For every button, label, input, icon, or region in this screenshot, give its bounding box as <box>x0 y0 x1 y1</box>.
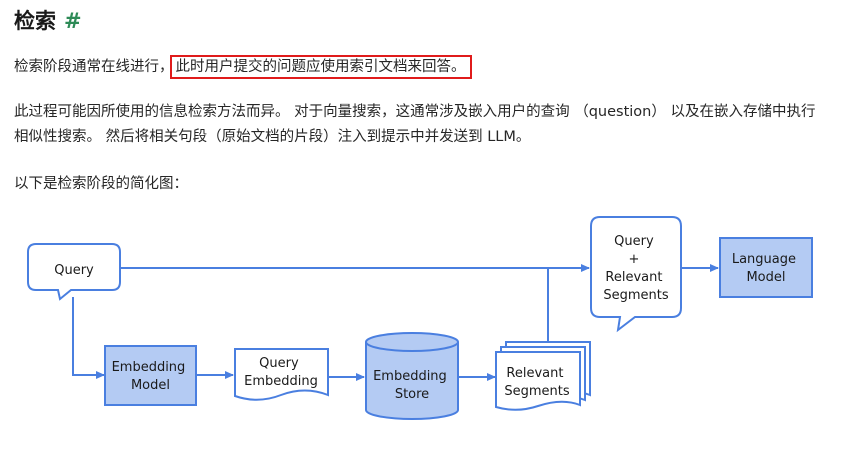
query-embedding-line2: Embedding <box>244 374 318 389</box>
svg-text:Embedding Store: Embedding Store <box>373 369 451 402</box>
relevant-segments-line2: Segments <box>504 384 570 399</box>
svg-text:Query Embedding: Query Embedding <box>244 356 318 389</box>
language-model-line2: Model <box>746 270 785 285</box>
paragraph-diagram-caption: 以下是检索阶段的简化图： <box>14 176 188 192</box>
paragraph-intro: 检索阶段通常在线进行，此时用户提交的问题应使用索引文档来回答。 <box>14 55 472 80</box>
section-heading: 检索 # <box>14 6 82 36</box>
svg-text:Relevant Segments: Relevant Segments <box>504 366 570 399</box>
embedding-model-box: Embedding Model <box>104 345 197 406</box>
embedding-store-line2: Store <box>395 387 429 402</box>
intro-text: 检索阶段通常在线进行， <box>14 59 174 75</box>
svg-text:Embedding Model: Embedding Model <box>112 360 190 393</box>
query-label: Query <box>54 263 94 278</box>
svg-text:Query + Relevant: Query + Relevant Segments <box>603 234 669 303</box>
section-title: 检索 <box>14 9 56 33</box>
highlighted-sentence: 此时用户提交的问题应使用索引文档来回答。 <box>169 55 472 79</box>
relevant-segments-docs: Relevant Segments <box>495 341 591 411</box>
query-embedding-doc: Query Embedding <box>234 348 329 401</box>
combined-line3: Relevant <box>605 270 662 285</box>
anchor-link[interactable]: # <box>64 9 82 33</box>
language-model-box: Language Model <box>719 237 813 298</box>
query-embedding-line1: Query <box>259 356 299 371</box>
combined-line1: Query <box>614 234 654 249</box>
relevant-segments-line1: Relevant <box>506 366 563 381</box>
combined-line2: + <box>628 252 639 267</box>
paragraph-process: 此过程可能因所使用的信息检索方法而异。 对于向量搜索，这通常涉及嵌入用户的查询 … <box>14 104 816 145</box>
query-segments-bubble: Query + Relevant Segments <box>590 216 682 333</box>
language-model-line1: Language <box>732 252 796 267</box>
arrow-query-to-embedding-model <box>72 297 105 379</box>
embedding-model-line2: Model <box>131 378 170 393</box>
combined-line4: Segments <box>603 288 669 303</box>
retrieval-diagram: Query Embedding Model Query Embedding Em… <box>27 216 813 420</box>
embedding-store-line1: Embedding <box>373 369 447 384</box>
connectors <box>72 264 719 381</box>
query-bubble: Query <box>27 243 121 301</box>
svg-text:Language Model: Language Model <box>732 252 800 285</box>
embedding-model-line1: Embedding <box>112 360 186 375</box>
embedding-store-cylinder: Embedding Store <box>365 332 459 420</box>
